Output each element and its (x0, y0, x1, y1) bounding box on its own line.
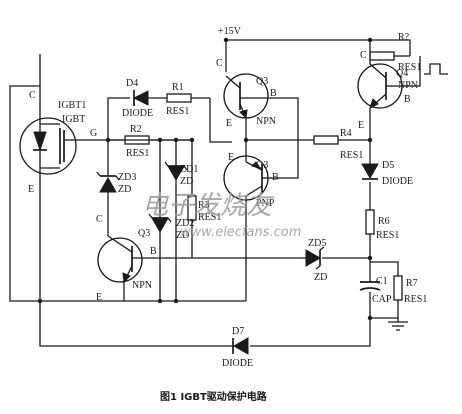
q3c-type: NPN (132, 280, 152, 291)
watermark-title: 电子发烧友 (142, 191, 275, 221)
zd2-symbol (148, 210, 177, 240)
zd1-type: ZD (180, 176, 193, 187)
r3-body (187, 195, 197, 221)
c1-name: C1 (376, 276, 388, 287)
q3c-pin-b: B (150, 246, 157, 257)
igbt-type: IGBT (62, 114, 85, 125)
zd1-symbol (164, 158, 188, 182)
zd3-name: ZD3 (118, 172, 136, 183)
resistor-symbols (124, 51, 403, 301)
r7-body (393, 275, 403, 301)
d4-diode-symbol (124, 90, 149, 106)
d5-name: D5 (382, 160, 394, 171)
zd5-symbol (300, 246, 325, 270)
r4-type: RES1 (340, 150, 363, 161)
c1-capacitor-symbol (359, 281, 381, 291)
ground-icon (388, 321, 408, 331)
q4-pin-c: C (360, 50, 367, 61)
r6-body (365, 209, 375, 235)
d7-type: DIODE (222, 358, 253, 369)
junction-dots (37, 37, 373, 321)
r1-name: R1 (172, 82, 184, 93)
zd2-type: ZD (176, 230, 189, 241)
q3c-pin-e: E (96, 292, 102, 303)
r3-type: RES1 (198, 212, 221, 223)
supply-label: +15V (218, 26, 242, 37)
d7-name: D7 (232, 326, 244, 337)
rq-type: RES1 (398, 62, 421, 73)
component-labels: +15V C IGBT1 IGBT G E D4 DIODE R1 RES1 R… (28, 26, 427, 369)
wiring (9, 39, 448, 347)
r7-type: RES1 (404, 294, 427, 305)
r4-body (313, 135, 339, 145)
d5-type: DIODE (382, 176, 413, 187)
igbt-pin-g: G (90, 128, 97, 139)
r3-name: R3 (198, 200, 210, 211)
q4-pin-b: B (404, 94, 411, 105)
d5-diode-symbol (361, 160, 379, 180)
r6-type: RES1 (376, 230, 399, 241)
r1-type: RES1 (166, 106, 189, 117)
r2-body (124, 135, 150, 145)
q3b-pin-b: B (272, 172, 279, 183)
q3b-name: Q3 (256, 160, 268, 171)
q3b-type: PNP (256, 198, 275, 209)
r2-name: R2 (130, 124, 142, 135)
r6-name: R6 (378, 216, 390, 227)
q3-lower-npn-symbol (97, 235, 143, 284)
d4-type: DIODE (122, 108, 153, 119)
q3-middle-pnp-symbol (223, 155, 276, 201)
q3c-name: Q3 (138, 228, 150, 239)
zd3-symbol (96, 170, 120, 193)
d7-diode-symbol (226, 337, 249, 355)
q3b-pin-e: E (228, 152, 234, 163)
zd5-type: ZD (314, 272, 327, 283)
figure-caption: 图1 IGBT驱动保护电路 (160, 390, 268, 403)
c1-type: CAP (372, 294, 392, 305)
rq-body (369, 51, 395, 61)
r4-name: R4 (340, 128, 352, 139)
q4-npn-symbol (357, 63, 403, 109)
zd5-name: ZD5 (308, 238, 326, 249)
d4-name: D4 (126, 78, 138, 89)
q3a-pin-c: C (216, 58, 223, 69)
igbt1-symbol (19, 112, 77, 180)
q3a-type: NPN (256, 116, 276, 127)
zd1-name: ZD1 (180, 164, 198, 175)
q3c-pin-c: C (96, 214, 103, 225)
r2-type: RES1 (126, 148, 149, 159)
q4-pin-e: E (358, 120, 364, 131)
q3a-pin-b: B (270, 88, 277, 99)
zd3-type: ZD (118, 184, 131, 195)
q3a-name: Q3 (256, 76, 268, 87)
igbt-pin-c: C (29, 90, 36, 101)
q3a-pin-e: E (226, 118, 232, 129)
igbt-name: IGBT1 (58, 100, 86, 111)
q3-upper-npn-symbol (223, 73, 269, 120)
r7-name: R7 (406, 278, 418, 289)
rq-name: R? (398, 32, 410, 43)
q4-name: Q4 (396, 68, 408, 79)
igbt-pin-e: E (28, 184, 34, 195)
watermark-url: www.elecfans.com (180, 225, 301, 240)
watermark: 电子发烧友 www.elecfans.com (142, 191, 301, 240)
r1-body (166, 93, 192, 103)
zd2-name: ZD2 (176, 218, 194, 229)
q4-type: NPN (398, 80, 418, 91)
